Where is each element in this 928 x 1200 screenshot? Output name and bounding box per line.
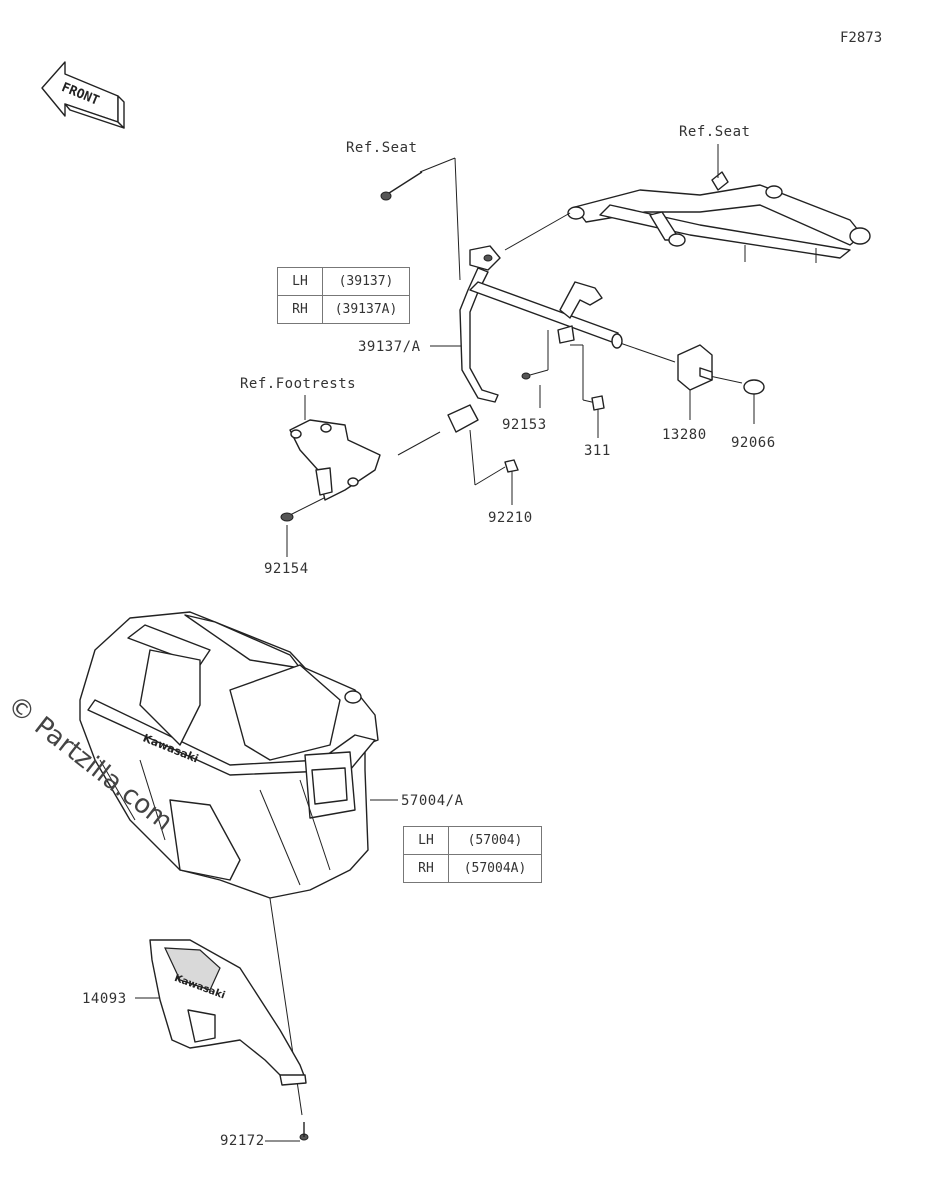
table-row: LH (39137) xyxy=(277,267,410,296)
table-cell-side: LH xyxy=(403,826,449,855)
label-311: 311 xyxy=(584,443,611,459)
small-fasteners xyxy=(280,372,605,1141)
table-row: RH (57004A) xyxy=(403,854,542,883)
table-cell-part: (39137) xyxy=(322,267,410,296)
table-cell-side: LH xyxy=(277,267,323,296)
rubber-clamp xyxy=(677,344,713,391)
label-39137: 39137/A xyxy=(358,339,421,355)
label-13280: 13280 xyxy=(662,427,707,443)
front-arrow-icon: FRONT xyxy=(41,61,125,129)
leader-lines xyxy=(135,144,755,1142)
end-cap xyxy=(743,379,765,395)
seat-frame xyxy=(567,171,871,263)
label-92172: 92172 xyxy=(220,1133,265,1149)
table-cell-part: (57004) xyxy=(448,826,542,855)
label-92154: 92154 xyxy=(264,561,309,577)
saddlebag-bracket xyxy=(447,245,623,433)
case-variant-table: LH (57004) RH (57004A) xyxy=(403,826,542,883)
table-row: RH (39137A) xyxy=(277,295,410,324)
label-92066: 92066 xyxy=(731,435,776,451)
table-cell-part: (39137A) xyxy=(322,295,410,324)
table-cell-side: RH xyxy=(403,854,449,883)
label-14093: 14093 xyxy=(82,991,127,1007)
figure-id: F2873 xyxy=(840,30,883,46)
table-cell-part: (57004A) xyxy=(448,854,542,883)
label-92210: 92210 xyxy=(488,510,533,526)
label-ref-footrests: Ref.Footrests xyxy=(240,376,357,392)
table-row: LH (57004) xyxy=(403,826,542,855)
saddlebag-case: Kawasaki xyxy=(79,611,379,899)
table-cell-side: RH xyxy=(277,295,323,324)
case-cover: Kawasaki xyxy=(149,939,307,1086)
label-ref-seat-left: Ref.Seat xyxy=(346,140,418,156)
label-57004: 57004/A xyxy=(401,793,464,809)
label-92153: 92153 xyxy=(502,417,547,433)
footrest-bracket xyxy=(289,419,381,501)
bracket-variant-table: LH (39137) RH (39137A) xyxy=(277,267,410,324)
label-ref-seat-right: Ref.Seat xyxy=(679,124,751,140)
seat-bolt xyxy=(380,171,423,201)
